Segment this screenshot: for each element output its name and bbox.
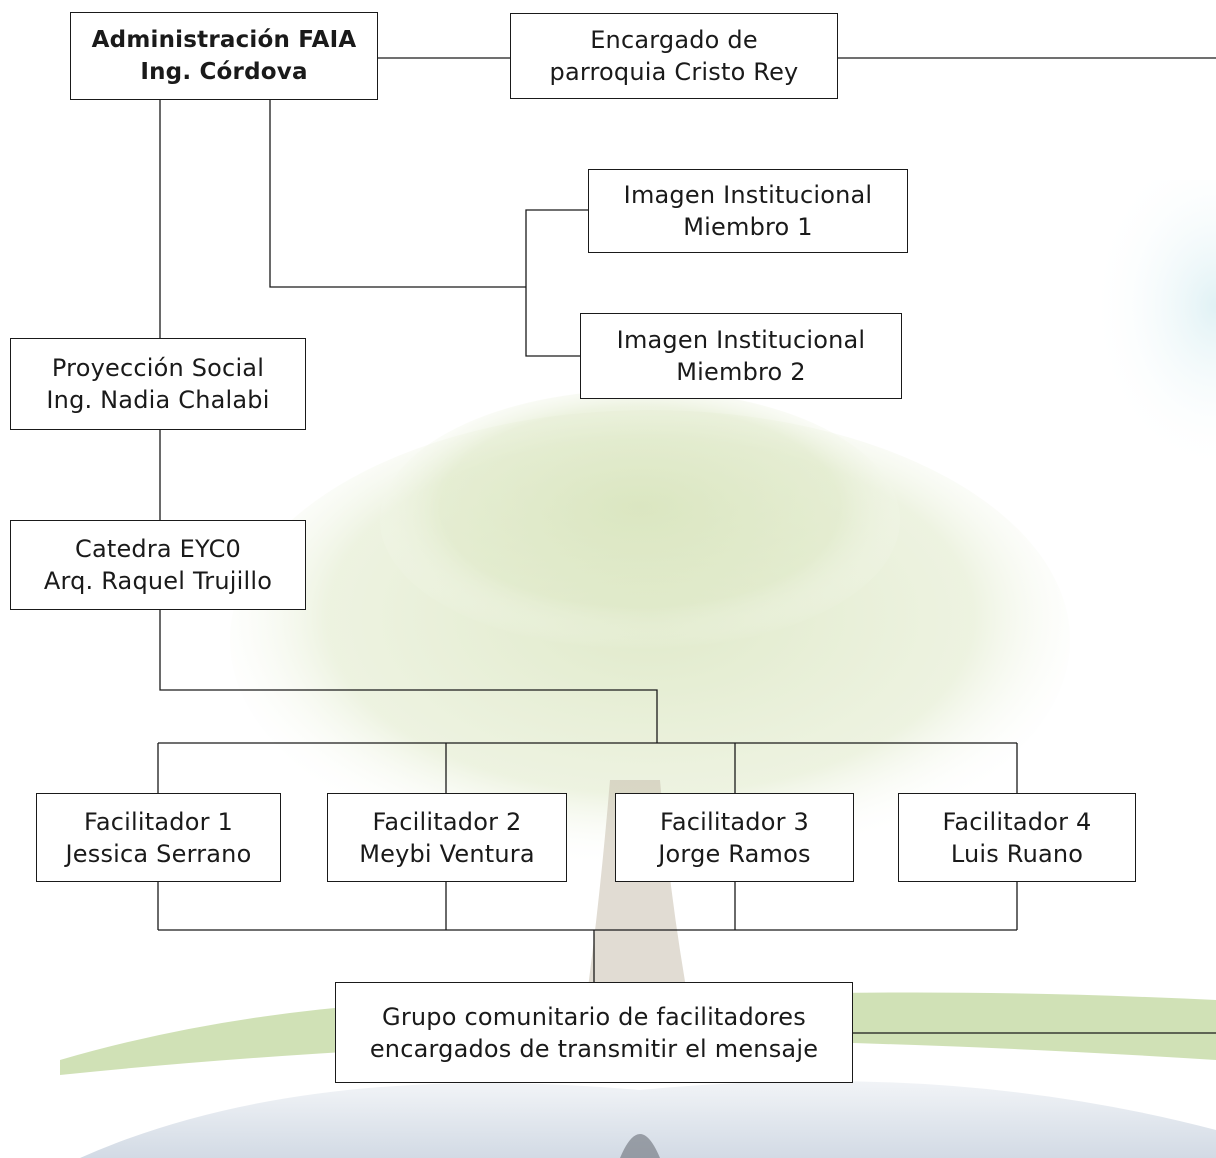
node-grupo-comunitario: Grupo comunitario de facilitadores encar… xyxy=(335,982,853,1083)
edge-imagen2 xyxy=(525,287,580,357)
node-facilitador-4-name: Luis Ruano xyxy=(950,839,1084,868)
book-left-page xyxy=(80,1082,640,1158)
node-admin-faia: Administración FAIA Ing. Córdova xyxy=(70,12,378,100)
node-facilitador-3-role: Facilitador 3 xyxy=(660,807,809,836)
node-facilitador-4: Facilitador 4 Luis Ruano xyxy=(898,793,1136,882)
node-proyeccion-title: Proyección Social xyxy=(51,354,265,382)
node-facilitador-1-role: Facilitador 1 xyxy=(84,807,233,836)
node-facilitador-2-name: Meybi Ventura xyxy=(359,839,535,868)
node-catedra: Catedra EYC0 Arq. Raquel Trujillo xyxy=(10,520,306,610)
node-imagen-1: Imagen Institucional Miembro 1 xyxy=(588,169,908,253)
node-facilitador-3: Facilitador 3 Jorge Ramos xyxy=(615,793,854,882)
node-parroquia-line1: Encargado de xyxy=(590,26,758,54)
node-proyeccion-name: Ing. Nadia Chalabi xyxy=(46,386,270,414)
node-facilitador-3-name: Jorge Ramos xyxy=(658,839,811,868)
edge-imagen1 xyxy=(525,209,588,287)
node-imagen-2-member: Miembro 2 xyxy=(676,358,806,386)
node-imagen-2: Imagen Institucional Miembro 2 xyxy=(580,313,902,399)
node-imagen-2-title: Imagen Institucional xyxy=(616,326,866,354)
node-facilitador-1-name: Jessica Serrano xyxy=(65,839,252,868)
tree-foliage-top xyxy=(380,390,900,650)
node-imagen-1-title: Imagen Institucional xyxy=(623,181,873,209)
node-catedra-name: Arq. Raquel Trujillo xyxy=(43,567,273,595)
node-imagen-1-member: Miembro 1 xyxy=(683,213,813,241)
book-spine-shadow xyxy=(620,1134,660,1158)
book-right-page xyxy=(640,1081,1216,1158)
node-facilitador-2: Facilitador 2 Meybi Ventura xyxy=(327,793,567,882)
node-catedra-title: Catedra EYC0 xyxy=(74,535,242,563)
node-proyeccion-social: Proyección Social Ing. Nadia Chalabi xyxy=(10,338,306,430)
edge-admin-imagen xyxy=(269,100,526,288)
node-parroquia-line2: parroquia Cristo Rey xyxy=(549,58,799,86)
node-facilitador-4-role: Facilitador 4 xyxy=(942,807,1092,836)
node-facilitador-1: Facilitador 1 Jessica Serrano xyxy=(36,793,281,882)
node-admin-name: Ing. Córdova xyxy=(140,59,308,85)
node-facilitador-2-role: Facilitador 2 xyxy=(372,807,522,836)
node-grupo-line2: encargados de transmitir el mensaje xyxy=(369,1034,819,1063)
node-grupo-line1: Grupo comunitario de facilitadores xyxy=(382,1002,806,1031)
edge-catedra-bus xyxy=(159,610,658,743)
node-admin-title: Administración FAIA xyxy=(91,27,357,53)
node-parroquia: Encargado de parroquia Cristo Rey xyxy=(510,13,838,99)
